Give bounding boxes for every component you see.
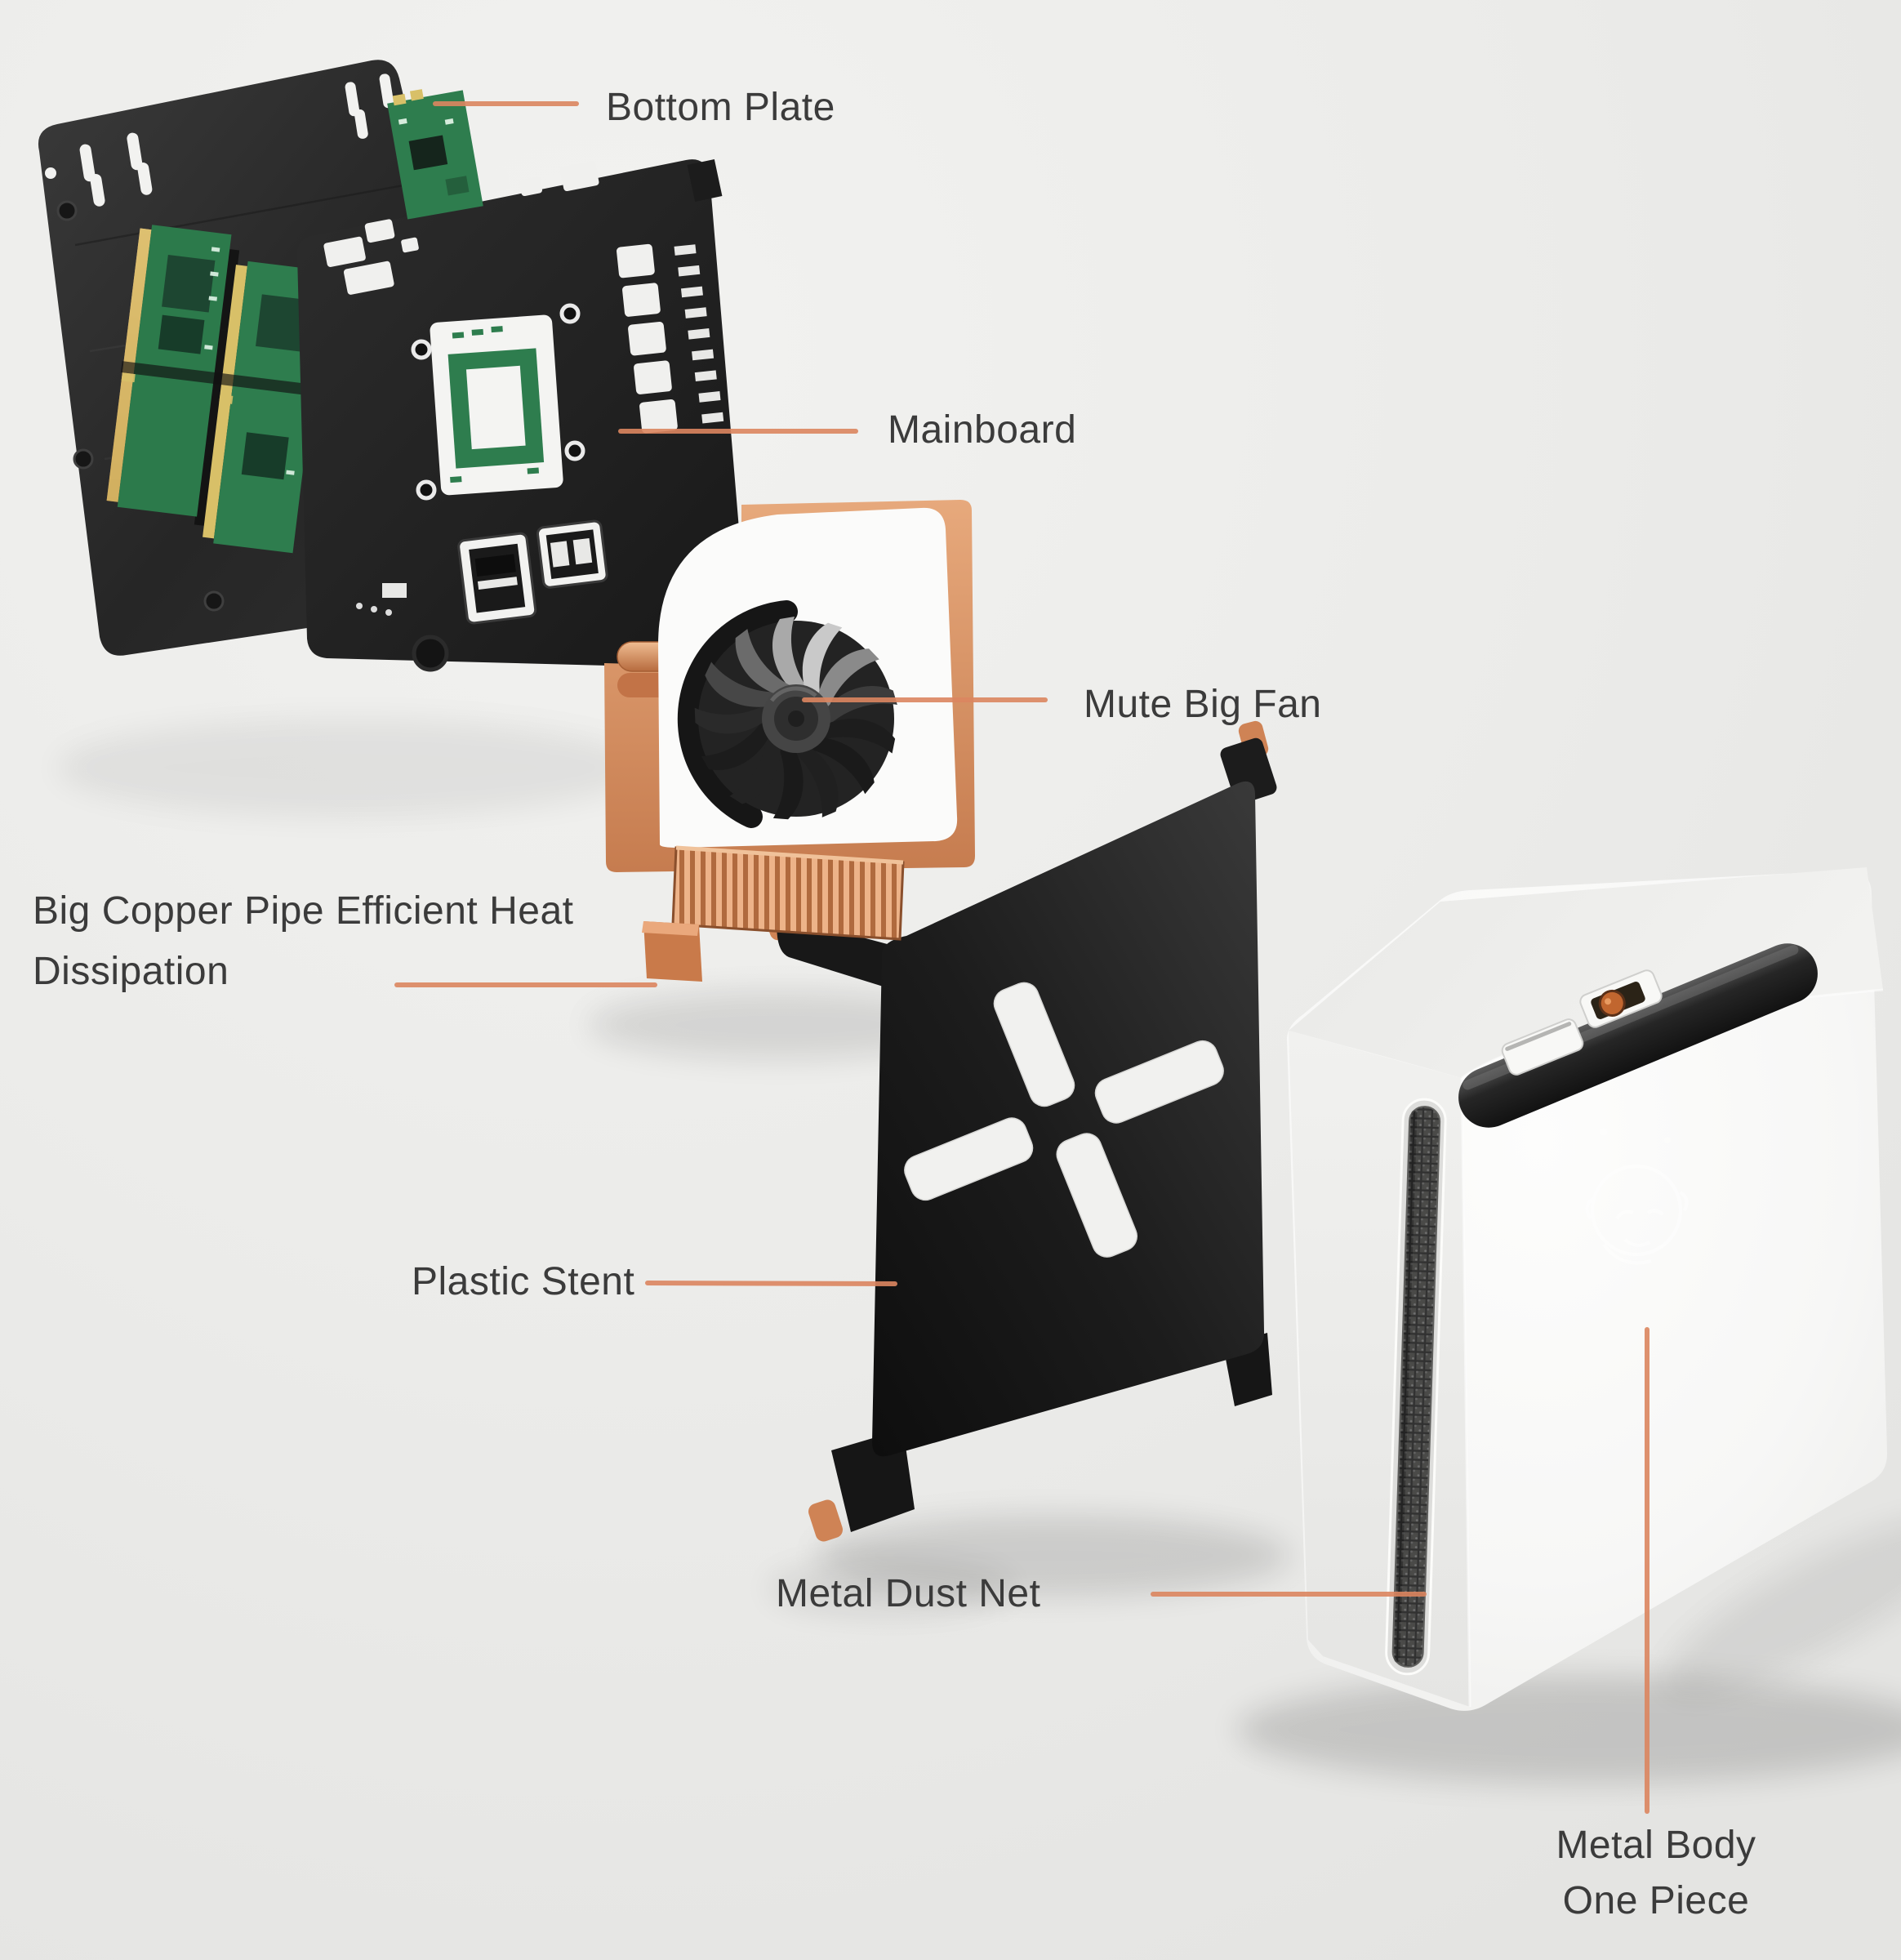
leader-plastic-stent — [645, 1281, 897, 1286]
audio-jack — [412, 635, 449, 672]
solder-dots — [356, 583, 407, 616]
fan-blades — [694, 617, 897, 820]
metal-body-illustration — [1287, 867, 1888, 1711]
board-edge-part — [687, 158, 723, 203]
edge-pads — [674, 244, 724, 424]
board-screws — [411, 303, 585, 501]
callout-mainboard: Mainboard — [888, 408, 1077, 452]
callout-mute-big-fan: Mute Big Fan — [1084, 683, 1322, 726]
stent-peg-bottom — [808, 1499, 843, 1542]
board-connectors — [323, 161, 599, 295]
power-slot — [1579, 969, 1663, 1028]
callout-metal-dust-net: Metal Dust Net — [776, 1572, 1041, 1615]
copper-fin-stack — [642, 845, 905, 982]
fan-rim — [677, 600, 798, 828]
fan-assembly-illustration — [604, 500, 975, 982]
callout-metal-body: Metal Body One Piece — [1556, 1824, 1756, 1923]
stent-cutouts — [904, 982, 1224, 1258]
leader-lines — [394, 101, 1649, 1814]
copper-base-block — [643, 921, 702, 982]
dust-net-mesh — [1391, 1106, 1441, 1668]
body-top-face — [1289, 867, 1883, 1078]
mainboard-illustration — [296, 89, 750, 672]
plate-screw-wells — [56, 200, 225, 612]
floor-shadows — [57, 719, 1901, 1784]
ram-modules-illustration — [106, 225, 327, 554]
vent-slot — [1385, 1098, 1447, 1676]
power-button — [1598, 989, 1626, 1017]
body-logo — [1585, 1165, 1689, 1265]
callout-copper-pipe: Big Copper Pipe Efficient Heat Dissipati… — [33, 889, 574, 994]
callout-plastic-stent: Plastic Stent — [412, 1260, 635, 1303]
usb-ports — [457, 519, 608, 625]
capacitor-column — [617, 243, 678, 434]
cpu-socket — [430, 314, 563, 496]
callout-bottom-plate: Bottom Plate — [606, 86, 835, 129]
top-slot — [1501, 1018, 1584, 1076]
wifi-module — [387, 89, 483, 220]
